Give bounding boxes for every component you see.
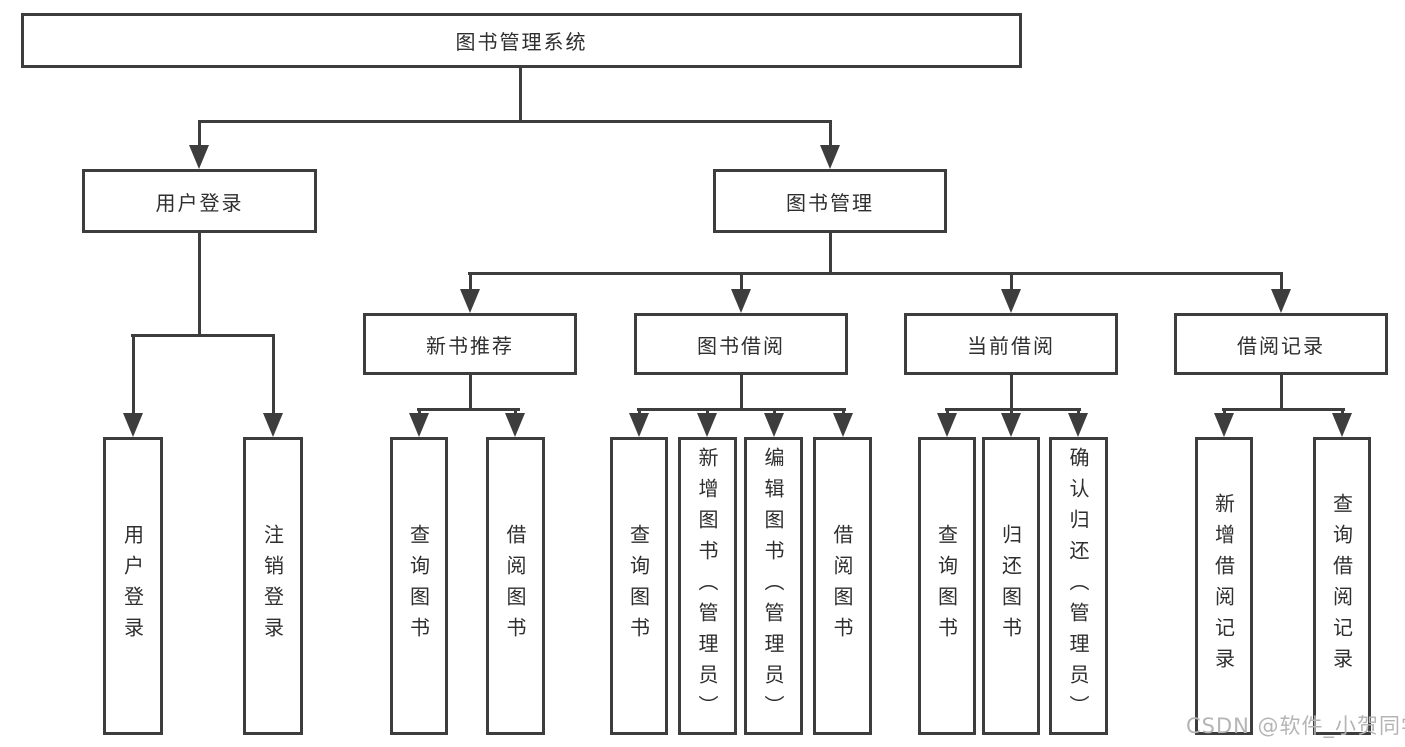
node-book-borrow-label: 图书借阅 [697,333,785,358]
connector-leaf-stem [272,336,275,416]
connector-group-stem [1280,274,1283,292]
leaf-query-book-2: 查询图书 [610,437,668,735]
connector-book-mgmt-stem [829,122,832,150]
leaf-return-book: 归还图书 [982,437,1040,735]
watermark: CSDN @软件_小贺同学 [1186,714,1405,738]
arrow-down-icon [1001,289,1021,313]
arrow-down-icon [764,413,784,437]
node-current-borrow-label: 当前借阅 [967,333,1055,358]
node-user-login-label: 用户登录 [155,190,244,215]
connector-leaf-stem [132,336,135,416]
connector-book-borrow-bus [637,408,846,411]
leaf-query-book-3: 查询图书 [918,437,976,735]
arrow-down-icon [1332,413,1352,437]
leaf-add-book: 新增图书（管理员） [678,437,737,735]
leaf-edit-book-label: 编辑图书（管理员） [761,446,785,726]
connector-level2-bus [198,120,832,123]
connector-new-book-trunk [469,375,472,410]
arrow-down-icon [629,413,649,437]
node-new-book-recommend: 新书推荐 [363,313,577,375]
connector-current-borrow-trunk [1010,375,1013,410]
leaf-query-borrow-record-label: 查询借阅记录 [1329,493,1354,679]
node-borrow-record: 借阅记录 [1174,313,1388,375]
leaf-add-borrow-record: 新增借阅记录 [1195,437,1253,735]
arrow-down-icon [820,145,840,169]
arrow-down-icon [505,413,525,437]
leaf-query-borrow-record: 查询借阅记录 [1313,437,1371,735]
leaf-edit-book: 编辑图书（管理员） [744,437,803,735]
leaf-borrow-book-2-label: 借阅图书 [830,524,854,648]
arrow-down-icon [1271,289,1291,313]
node-book-borrow: 图书借阅 [634,313,848,375]
arrow-down-icon [937,413,957,437]
leaf-confirm-return: 确认归还（管理员） [1049,437,1108,735]
node-book-mgmt: 图书管理 [713,169,947,233]
leaf-confirm-return-label: 确认归还（管理员） [1066,446,1090,726]
leaf-user-login-label: 用户登录 [120,524,145,648]
arrow-down-icon [189,145,209,169]
leaf-add-borrow-record-label: 新增借阅记录 [1211,493,1236,679]
node-borrow-record-label: 借阅记录 [1237,333,1325,358]
leaf-borrow-book-1-label: 借阅图书 [503,524,527,648]
arrow-down-icon [1214,413,1234,437]
arrow-down-icon [409,413,429,437]
node-current-borrow: 当前借阅 [904,313,1118,375]
connector-user-login-stem [198,122,201,150]
leaf-logout: 注销登录 [243,437,303,735]
leaf-return-book-label: 归还图书 [998,524,1023,648]
connector-book-borrow-trunk [740,375,743,410]
connector-groups-bus [468,272,1283,275]
leaf-add-book-label: 新增图书（管理员） [695,446,719,726]
arrow-down-icon [263,413,283,437]
node-new-book-recommend-label: 新书推荐 [426,333,514,358]
node-user-login: 用户登录 [82,169,317,233]
connector-group-stem [1010,274,1013,292]
arrow-down-icon [1001,413,1021,437]
connector-borrow-record-trunk [1280,375,1283,410]
arrow-down-icon [731,289,751,313]
arrow-down-icon [833,413,853,437]
leaf-borrow-book-1: 借阅图书 [486,437,545,735]
leaf-borrow-book-2: 借阅图书 [813,437,872,735]
node-root: 图书管理系统 [21,13,1022,68]
arrow-down-icon [697,413,717,437]
leaf-user-login: 用户登录 [103,437,163,735]
leaf-query-book-2-label: 查询图书 [626,524,651,648]
leaf-query-book-3-label: 查询图书 [934,524,959,648]
connector-group-stem [740,274,743,292]
node-root-label: 图书管理系统 [455,30,588,54]
connector-user-login-trunk [198,233,201,336]
arrow-down-icon [123,413,143,437]
connector-group-stem [469,274,472,292]
leaf-query-book-1: 查询图书 [390,437,448,735]
arrow-down-icon [1068,413,1088,437]
node-book-mgmt-label: 图书管理 [786,190,874,215]
connector-user-login-bus [131,334,275,337]
connector-root-trunk [519,68,522,120]
connector-new-book-bus [417,408,520,411]
leaf-logout-label: 注销登录 [260,524,285,648]
connector-borrow-record-bus [1222,408,1345,411]
leaf-query-book-1-label: 查询图书 [406,524,431,648]
connector-current-borrow-bus [945,408,1081,411]
connector-book-mgmt-trunk [829,233,832,274]
arrow-down-icon [460,289,480,313]
